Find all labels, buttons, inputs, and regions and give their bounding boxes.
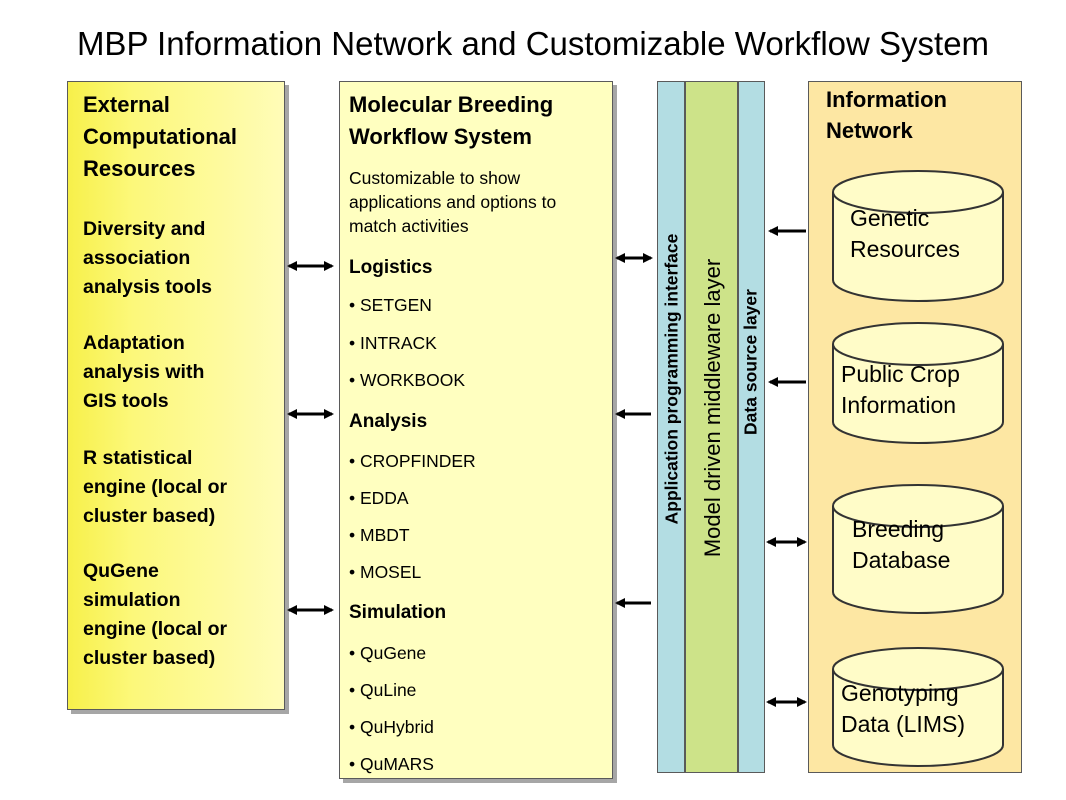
database-label: Genetic Resources [832, 203, 1022, 265]
api-layer-bar [657, 81, 685, 773]
list-item: • WORKBOOK [349, 370, 465, 390]
middleware-layer-bar [685, 81, 738, 773]
external-item-line: simulation [83, 589, 181, 611]
database-label-line: Genetic [850, 205, 930, 231]
database-genotyping: Genotyping Data (LIMS) [832, 647, 1004, 767]
list-item: • QuHybrid [349, 717, 434, 737]
external-heading-line: External [83, 92, 170, 117]
list-item: • QuLine [349, 680, 417, 700]
database-breeding: Breeding Database [832, 484, 1004, 614]
database-cylinder-icon [832, 484, 1004, 614]
datasource-layer-bar [738, 81, 765, 773]
external-item-diversity: Diversity and association analysis tools [83, 215, 212, 302]
external-item-r-engine: R statistical engine (local or cluster b… [83, 444, 227, 531]
external-heading: External Computational Resources [83, 89, 237, 185]
database-label: Genotyping Data (LIMS) [832, 678, 1013, 740]
database-cylinder-icon [832, 322, 1004, 444]
external-item-line: QuGene [83, 560, 159, 582]
diagram-title: MBP Information Network and Customizable… [76, 25, 990, 62]
database-label-line: Resources [850, 236, 960, 262]
network-heading-line: Information [826, 87, 947, 112]
workflow-heading: Molecular Breeding Workflow System [349, 89, 553, 153]
external-item-line: analysis with [83, 361, 205, 383]
external-item-line: engine (local or [83, 618, 228, 640]
database-genetic-resources: Genetic Resources [832, 170, 1004, 302]
section-analysis: Analysis [349, 411, 428, 432]
database-label-line: Public Crop [841, 361, 960, 387]
network-heading-line: Network [826, 118, 913, 143]
database-label-line: Database [852, 547, 951, 573]
external-heading-line: Computational [83, 124, 237, 149]
information-network-panel: Information Network Genetic Resources Pu… [808, 81, 1022, 773]
external-heading-line: Resources [83, 156, 196, 181]
external-item-adaptation: Adaptation analysis with GIS tools [83, 329, 204, 416]
workflow-description-line: applications and options to [349, 192, 557, 212]
workflow-heading-line: Workflow System [349, 124, 532, 149]
external-item-line: analysis tools [83, 276, 212, 298]
workflow-description-line: match activities [349, 216, 469, 236]
external-resources-panel: External Computational Resources Diversi… [67, 81, 285, 710]
external-item-qugene: QuGene simulation engine (local or clust… [83, 557, 227, 673]
database-cylinder-icon [832, 647, 1004, 767]
list-item: • SETGEN [349, 295, 432, 315]
database-public-crop: Public Crop Information [832, 322, 1004, 444]
section-logistics: Logistics [349, 257, 433, 278]
network-heading: Information Network [826, 84, 947, 146]
external-item-line: cluster based) [83, 647, 216, 669]
list-item: • QuMARS [349, 754, 434, 774]
list-item: • QuGene [349, 643, 427, 663]
database-label: Breeding Database [832, 514, 1024, 576]
external-item-line: Diversity and [83, 218, 206, 240]
database-label-line: Genotyping [841, 680, 959, 706]
database-cylinder-icon [832, 170, 1004, 302]
database-label-line: Data (LIMS) [841, 711, 965, 737]
workflow-description: Customizable to show applications and op… [349, 166, 611, 238]
database-label: Public Crop Information [832, 359, 1013, 421]
database-label-line: Information [841, 392, 957, 418]
workflow-heading-line: Molecular Breeding [349, 92, 554, 117]
list-item: • CROPFINDER [349, 451, 476, 471]
external-item-line: R statistical [83, 447, 193, 469]
workflow-description-line: Customizable to show [349, 168, 521, 188]
workflow-system-panel: Molecular Breeding Workflow System Custo… [339, 81, 613, 779]
list-item: • MBDT [349, 525, 410, 545]
external-item-line: Adaptation [83, 332, 185, 354]
database-label-line: Breeding [852, 516, 945, 542]
list-item: • EDDA [349, 488, 409, 508]
external-item-line: GIS tools [83, 390, 169, 412]
external-item-line: association [83, 247, 191, 269]
section-simulation: Simulation [349, 602, 447, 623]
external-item-line: cluster based) [83, 505, 216, 527]
external-item-line: engine (local or [83, 476, 228, 498]
list-item: • MOSEL [349, 562, 422, 582]
list-item: • INTRACK [349, 333, 437, 353]
